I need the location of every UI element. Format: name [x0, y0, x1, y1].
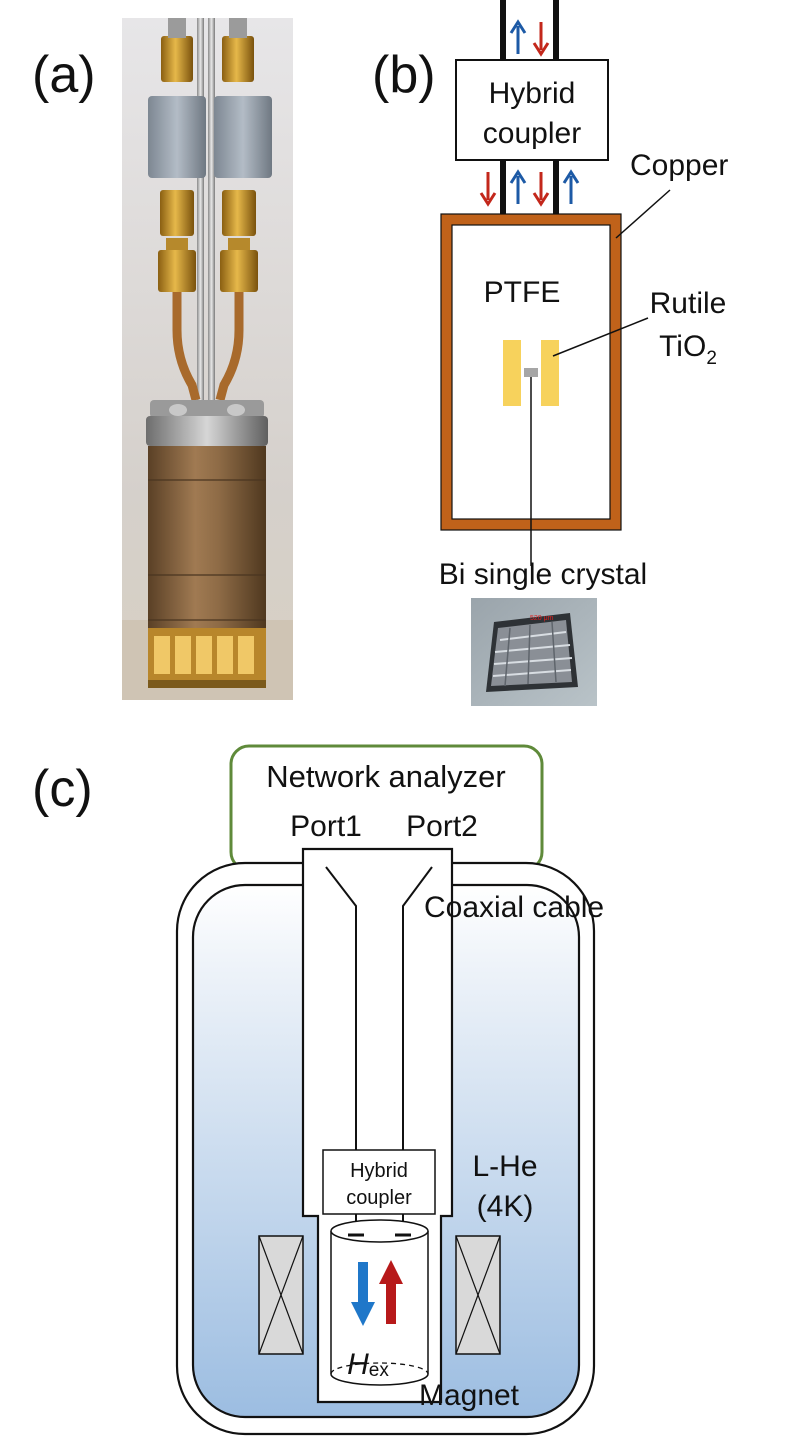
lhe-label-line1: L-He	[472, 1150, 537, 1183]
copper-label: Copper	[630, 149, 728, 182]
hex-subscript: ex	[369, 1360, 390, 1381]
coaxial-cable-label: Coaxial cable	[424, 891, 604, 924]
hybrid-coupler-small	[322, 1149, 436, 1215]
probe-insert	[301, 847, 454, 1404]
hybrid-coupler-line2: coupler	[483, 117, 581, 150]
arrow-up-icon	[562, 169, 580, 204]
network-analyzer-label: Network analyzer	[266, 759, 505, 794]
rutile-right	[541, 340, 559, 406]
hex-base: H	[347, 1348, 369, 1381]
bi-sample	[524, 368, 538, 377]
bi-crystal-label: Bi single crystal	[439, 558, 647, 591]
lhe-label-line2: (4K)	[477, 1190, 534, 1223]
rutile-left	[503, 340, 521, 406]
rutile-label: Rutile	[650, 287, 727, 320]
hybrid-coupler-line1: Hybrid	[489, 77, 576, 110]
measurement-setup: Network analyzer Port1 Port2 Coaxial cab…	[175, 744, 604, 1436]
arrow-up-icon	[509, 169, 527, 204]
field-arrow-down-icon	[351, 1262, 375, 1326]
cavity-cylinder	[330, 1219, 429, 1386]
hybrid-coupler-small-line1: Hybrid	[350, 1160, 408, 1182]
coaxial-cable-2	[402, 866, 433, 1150]
micrograph-scale: 520 μm	[530, 615, 554, 622]
tio2-base: TiO	[659, 330, 706, 363]
tio2-label: TiO2	[659, 330, 717, 369]
ptfe-label: PTFE	[484, 276, 561, 309]
panel-c-label: (c)	[32, 760, 93, 818]
arrow-down-icon	[479, 172, 497, 207]
magnet-label: Magnet	[419, 1379, 520, 1412]
arrow-down-icon	[532, 172, 550, 207]
coaxial-cable-1	[325, 866, 357, 1150]
probe-photo	[122, 18, 293, 700]
hybrid-coupler-small-line2: coupler	[346, 1187, 412, 1209]
hex-label: Hex	[347, 1348, 389, 1381]
port1-label: Port1	[290, 810, 362, 843]
panel-a-label: (a)	[32, 46, 96, 104]
panel-b-label: (b)	[372, 46, 436, 104]
arrow-down-icon	[532, 22, 550, 57]
arrow-up-icon	[509, 19, 527, 54]
field-arrow-up-icon	[379, 1260, 403, 1324]
magnet-coil-left	[258, 1235, 304, 1355]
crystal-micrograph: 520 μm	[471, 598, 597, 706]
hybrid-coupler-box	[455, 59, 609, 161]
magnet-coil-right	[455, 1235, 501, 1355]
tio2-subscript: 2	[706, 348, 717, 369]
port2-label: Port2	[406, 810, 478, 843]
resonator-cross-section: Hybrid coupler Copper PTFE	[439, 0, 728, 706]
